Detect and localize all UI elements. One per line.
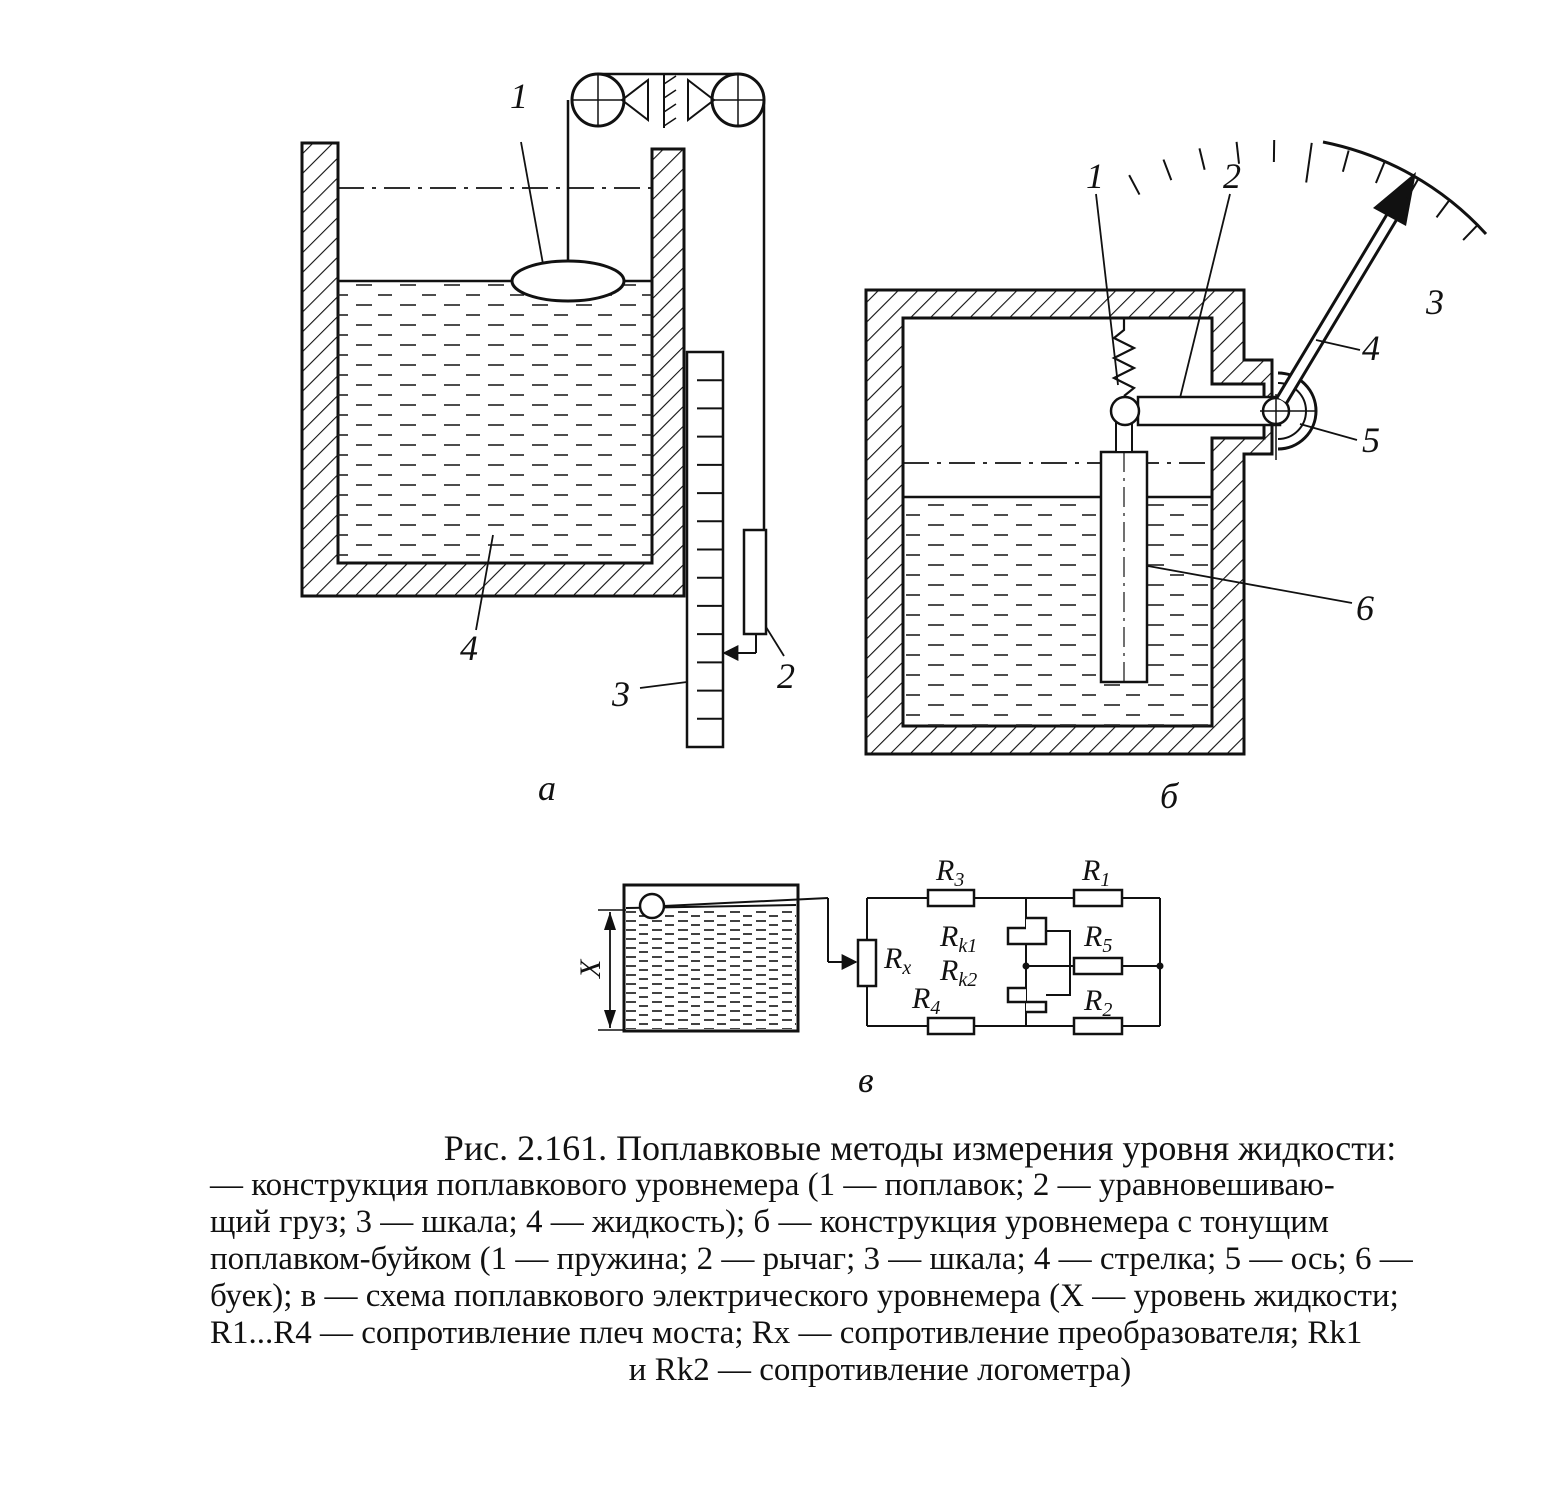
scale-a [685,350,725,749]
float-a [510,259,626,303]
panel-c-electric-level-gauge: X R3 R1 Rk1 R5 Rk2 R4 [574,854,1164,1100]
callout-b-3: 3 [1425,282,1444,322]
callout-a-4: 4 [460,628,478,668]
resistor-rk1 [1006,916,1048,946]
figure-caption: Рис. 2.161. Поплавковые методы измерения… [210,1130,1550,1389]
scale-b-tick [1341,150,1350,172]
resistor-r2 [1072,1016,1124,1036]
callout-b-4: 4 [1362,328,1380,368]
tank-c-liquid [626,910,796,1029]
resistor-r1 [1072,888,1124,908]
callout-b-1: 1 [1086,156,1104,196]
label-rk2: Rk2 [939,954,977,991]
label-r3: R3 [935,854,964,891]
panel-a-float-level-gauge: 1 2 3 4 а [300,72,795,808]
callout-b-2: 2 [1223,156,1241,196]
resistor-r3 [926,888,976,908]
sublabel-a: а [538,768,556,808]
resistor-rx [856,938,878,988]
callout-a-3: 3 [611,674,630,714]
label-r2: R2 [1083,984,1112,1021]
level-x-label: X [574,958,607,979]
label-r4: R4 [911,982,940,1019]
callout-a-1: 1 [510,76,528,116]
sublabel-c: в [858,1060,874,1100]
resistor-rk2 [1006,986,1048,1014]
caption-line-5: R1...R4 — сопротивление плеч моста; Rx —… [210,1315,1363,1351]
label-rx: Rx [883,942,911,979]
tank-a-liquid [338,281,652,563]
caption-line-6: и Rk2 — сопротивление логометра) [628,1352,1132,1388]
caption-line-4: буек); в — схема поплавкового электричес… [210,1278,1399,1314]
caption-line-2: щий груз; 3 — шкала; 4 — жидкость); б — … [210,1204,1329,1240]
label-rk1: Rk1 [939,920,977,957]
float-c [638,892,666,920]
caption-line-3: поплавком-буйком (1 — пружина; 2 — рычаг… [210,1241,1413,1277]
scale-b-tick [1128,174,1141,196]
tank-b-liquid [903,497,1212,726]
resistor-r4 [926,1016,976,1036]
callout-b-5: 5 [1362,420,1380,460]
resistor-r5 [1072,956,1124,976]
counterweight [742,528,768,636]
scale-b-tick [1305,142,1313,183]
callout-b-6: 6 [1356,588,1374,628]
label-r5: R5 [1083,920,1112,957]
scale-b-tick [1462,223,1480,241]
scale-b [1322,140,1488,236]
callout-a-2: 2 [777,656,795,696]
lever [1136,395,1282,427]
sublabel-b: б [1160,776,1180,816]
scale-b-tick [1235,141,1241,164]
label-r1: R1 [1081,854,1110,891]
scale-b-tick [1406,178,1420,199]
scale-b-tick [1198,148,1206,171]
scale-b-tick [1435,199,1451,218]
caption-line-1: — конструкция поплавкового уровнемера (1… [210,1167,1335,1203]
scale-b-tick [1375,162,1386,184]
spring [1111,318,1137,397]
caption-title: Рис. 2.161. Поплавковые методы измерения… [443,1128,1397,1168]
scale-b-tick [1162,159,1173,181]
panel-b-displacer-level-gauge: 1 2 3 4 5 6 б [864,140,1488,816]
